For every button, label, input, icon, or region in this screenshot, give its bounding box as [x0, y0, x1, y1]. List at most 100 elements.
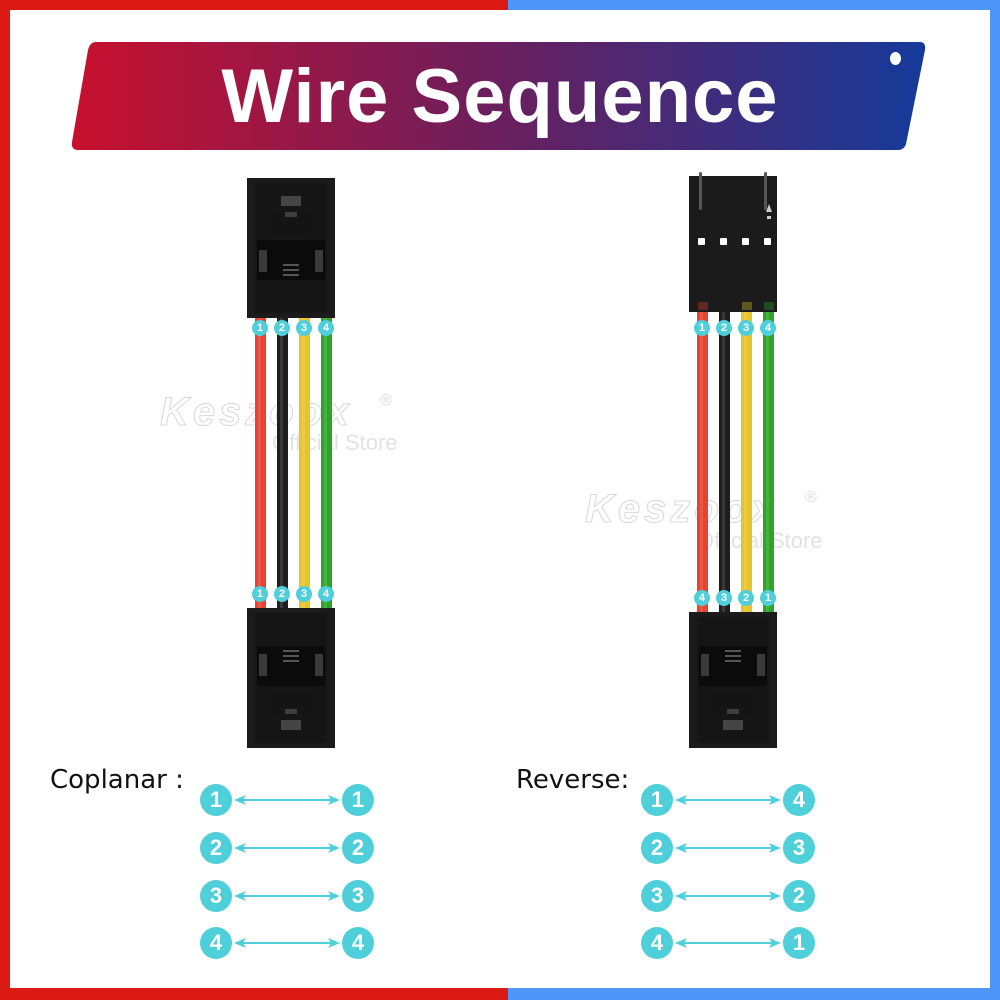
- mapping-to-badge: 1: [342, 784, 374, 816]
- watermark-brand: Keszoox: [160, 390, 353, 435]
- banner-shape: [71, 42, 926, 150]
- connector-top-wire-stub: [698, 302, 708, 310]
- connector-top-pin-hole: [698, 238, 705, 245]
- mapping-to-badge: 4: [783, 784, 815, 816]
- wire-1: [697, 312, 708, 612]
- top-pin-badge: 1: [252, 320, 268, 336]
- connector-bottom-detail: [701, 654, 709, 676]
- connector-top-wire-stub: [764, 302, 774, 310]
- wire-2: [719, 312, 730, 612]
- connector-bottom-detail: [283, 650, 299, 652]
- connector-top-detail: [283, 264, 299, 266]
- connector-top-detail: [259, 250, 267, 272]
- connector-top-wire-stub: [742, 302, 752, 310]
- wire-4: [763, 312, 774, 612]
- watermark-registered: ®: [380, 392, 392, 409]
- wire-1: [255, 318, 266, 608]
- connector-bottom-detail: [699, 646, 767, 686]
- connector-top-detail: [257, 240, 325, 280]
- content-area: [10, 10, 990, 988]
- connector-bottom-detail: [725, 660, 741, 662]
- connector-top-wire-stub: [720, 302, 730, 310]
- bottom-pin-badge: 2: [274, 586, 290, 602]
- top-pin-badge: 4: [760, 320, 776, 336]
- mapping-from-badge: 1: [200, 784, 232, 816]
- connector-top-detail: [285, 212, 297, 217]
- wire-highlight: [324, 318, 327, 608]
- mapping-to-badge: 3: [783, 832, 815, 864]
- wire-highlight: [700, 312, 703, 612]
- double-arrow-icon: [234, 843, 340, 853]
- connector-bottom-detail: [723, 720, 743, 730]
- bottom-pin-badge: 3: [296, 586, 312, 602]
- double-arrow-icon: [234, 938, 340, 948]
- page-title: Wire Sequence: [221, 53, 779, 139]
- wire-highlight: [302, 318, 305, 608]
- connector-bottom-detail: [725, 650, 741, 652]
- wire-3: [741, 312, 752, 612]
- wire-4: [321, 318, 332, 608]
- wire-highlight: [258, 318, 261, 608]
- connector-top-pin-hole: [742, 238, 749, 245]
- wire-2: [277, 318, 288, 608]
- watermark-subtitle: Official Store: [697, 528, 823, 553]
- bottom-pin-badge: 1: [252, 586, 268, 602]
- double-arrow-icon: [675, 843, 781, 853]
- connector-bottom-detail: [283, 655, 299, 657]
- mapping-to-badge: 4: [342, 927, 374, 959]
- wire-highlight: [744, 312, 747, 612]
- connector-bottom-detail: [727, 709, 739, 714]
- connector-bottom-detail: [757, 654, 765, 676]
- double-arrow-icon: [675, 938, 781, 948]
- double-arrow-icon: [675, 795, 781, 805]
- wire-highlight: [766, 312, 769, 612]
- mapping-from-badge: 2: [200, 832, 232, 864]
- connector-top-detail: [283, 269, 299, 271]
- connector-top-latch: [764, 172, 767, 210]
- wire-3: [299, 318, 310, 608]
- wire-highlight: [722, 312, 725, 612]
- connector-bottom-detail: [713, 692, 753, 714]
- connector-bottom-detail: [257, 646, 325, 686]
- connector-top-pin1-marker-icon: [766, 204, 772, 212]
- connector-bottom-detail: [315, 654, 323, 676]
- mapping-to-badge: 2: [342, 832, 374, 864]
- bottom-pin-badge: 2: [738, 590, 754, 606]
- watermark-subtitle: Official Store: [272, 430, 398, 455]
- top-pin-badge: 4: [318, 320, 334, 336]
- mapping-from-badge: 4: [641, 927, 673, 959]
- mapping-from-badge: 1: [641, 784, 673, 816]
- connector-bottom-detail: [285, 709, 297, 714]
- connector-top-pin-hole: [720, 238, 727, 245]
- connector-top-detail: [271, 212, 311, 234]
- double-arrow-icon: [234, 891, 340, 901]
- top-pin-badge: 3: [296, 320, 312, 336]
- double-arrow-icon: [675, 891, 781, 901]
- connector-top-detail: [283, 274, 299, 276]
- bottom-pin-badge: 3: [716, 590, 732, 606]
- connector-bottom-detail: [271, 692, 311, 714]
- top-pin-badge: 2: [274, 320, 290, 336]
- top-pin-badge: 3: [738, 320, 754, 336]
- mapping-label-coplanar: Coplanar :: [50, 765, 184, 795]
- mapping-to-badge: 3: [342, 880, 374, 912]
- connector-top-latch: [699, 172, 702, 210]
- banner: Wire Sequence: [72, 42, 928, 150]
- mapping-to-badge: 1: [783, 927, 815, 959]
- mapping-from-badge: 2: [641, 832, 673, 864]
- connector-bottom-detail: [259, 654, 267, 676]
- mapping-from-badge: 3: [641, 880, 673, 912]
- top-pin-badge: 1: [694, 320, 710, 336]
- bottom-pin-badge: 1: [760, 590, 776, 606]
- double-arrow-icon: [234, 795, 340, 805]
- mapping-from-badge: 3: [200, 880, 232, 912]
- bottom-pin-badge: 4: [694, 590, 710, 606]
- connector-top-detail: [281, 196, 301, 206]
- top-pin-badge: 2: [716, 320, 732, 336]
- mapping-from-badge: 4: [200, 927, 232, 959]
- connector-bottom-detail: [281, 720, 301, 730]
- mapping-to-badge: 2: [783, 880, 815, 912]
- bottom-pin-badge: 4: [318, 586, 334, 602]
- mapping-label-reverse: Reverse:: [516, 765, 630, 795]
